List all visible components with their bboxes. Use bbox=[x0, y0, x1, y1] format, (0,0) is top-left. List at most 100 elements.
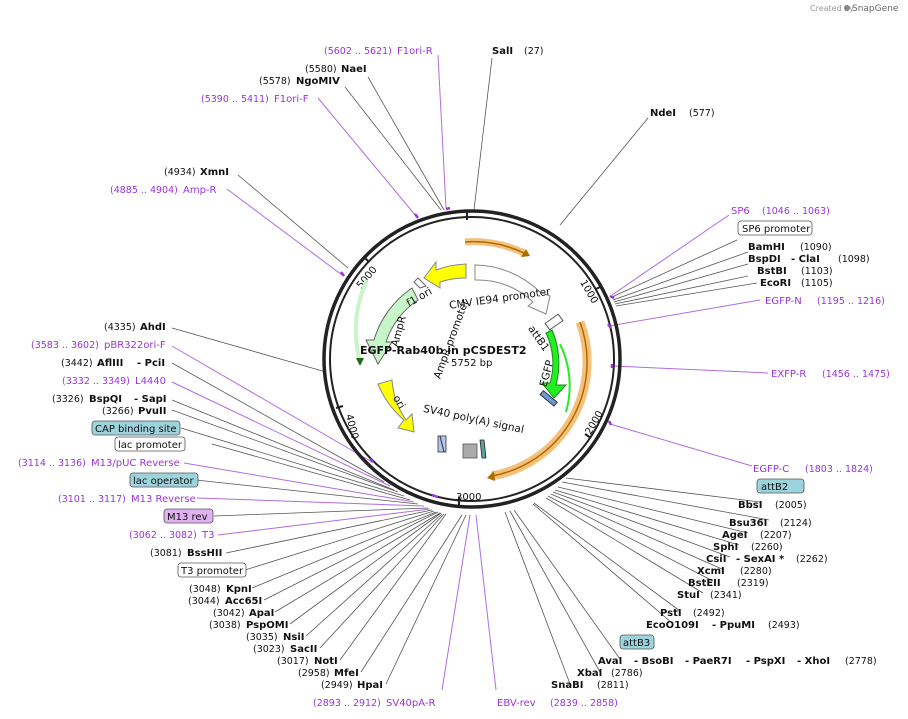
tick-5000: 5000 bbox=[355, 265, 380, 292]
label-SP6prom: SP6 promoter bbox=[742, 224, 811, 235]
f1ori-label: f1 ori bbox=[405, 285, 435, 309]
label-SacII-coord: (3023) bbox=[253, 644, 285, 655]
label-attB2: attB2 bbox=[761, 482, 788, 493]
label-HpaI-coord: (2949) bbox=[321, 680, 353, 691]
label-M13rev: M13 Reverse bbox=[131, 494, 196, 505]
label-XmnI: XmnI bbox=[200, 167, 229, 178]
label-SV40pAR: SV40pA-R bbox=[386, 698, 435, 709]
insert-right-arrow-icon bbox=[487, 471, 495, 481]
label-BssHII-coord: (3081) bbox=[150, 548, 182, 559]
label-NsiI: NsiI bbox=[283, 632, 304, 643]
m13-rev-box bbox=[163, 508, 214, 524]
label-Bsu36I: Bsu36I bbox=[729, 518, 767, 529]
label-PspOMI: PspOMI bbox=[246, 620, 288, 631]
attB3-box bbox=[619, 634, 655, 650]
attB2-box bbox=[756, 478, 805, 494]
plasmid-title: EGFP-Rab40b in pCSDEST2 bbox=[360, 344, 527, 357]
label-AhdI: AhdI bbox=[140, 322, 166, 333]
position-ticks bbox=[335, 212, 603, 505]
label-EGFPC: EGFP-C bbox=[753, 464, 789, 475]
label-PvuII-coord: (3266) bbox=[102, 406, 134, 417]
label-SphI: SphI bbox=[713, 542, 738, 553]
ampr-promoter-mark bbox=[413, 277, 427, 289]
label-NsiI-coord: (3035) bbox=[246, 632, 278, 643]
label-EcoO109I-coord: (2493) bbox=[768, 620, 800, 631]
tick-3000: 3000 bbox=[456, 492, 481, 503]
label-BstBI-coord: (1103) bbox=[801, 266, 833, 277]
ampr-arrow bbox=[365, 287, 419, 366]
label-EGFPC-coord: (1803 .. 1824) bbox=[805, 464, 873, 475]
label-SphI-coord: (2260) bbox=[751, 542, 783, 553]
label-PciI: - PciI bbox=[137, 358, 165, 369]
label-AmpR: Amp-R bbox=[183, 185, 217, 196]
primer-marks bbox=[340, 206, 615, 499]
label-EcoRI-coord: (1105) bbox=[801, 278, 833, 289]
lac-promoter-box bbox=[114, 436, 186, 452]
label-EXFPR-coord: (1456 .. 1475) bbox=[822, 369, 890, 380]
label-SnaBI: SnaBI bbox=[551, 680, 583, 691]
label-HpaI: HpaI bbox=[357, 680, 383, 691]
label-attB3: attB3 bbox=[623, 638, 650, 649]
t3-promoter-box bbox=[177, 562, 247, 578]
label-AflIII-coord: (3442) bbox=[61, 358, 93, 369]
label-lacop: lac operator bbox=[133, 476, 194, 487]
green-arc bbox=[559, 343, 571, 413]
label-NotI-coord: (3017) bbox=[277, 656, 309, 667]
label-KpnI-coord: (3048) bbox=[189, 584, 221, 595]
ampr-outer-arrow-icon bbox=[356, 358, 364, 366]
label-XbaI-coord: (2786) bbox=[611, 668, 643, 679]
label-PvuII: PvuII bbox=[138, 406, 166, 417]
label-AgeI-coord: (2207) bbox=[760, 530, 792, 541]
lac-operator-box bbox=[129, 472, 199, 488]
label-M13pUC-coord: (3114 .. 3136) bbox=[18, 458, 86, 469]
label-BsoBI: - BsoBI bbox=[634, 656, 673, 667]
label-SapI: - SapI bbox=[134, 394, 166, 405]
label-BamHI: BamHI bbox=[748, 242, 785, 253]
label-PpuMI: - PpuMI bbox=[712, 620, 755, 631]
credit-text: Created by bbox=[810, 4, 854, 13]
label-NdeI: NdeI bbox=[650, 108, 676, 119]
label-BspQI: BspQI bbox=[89, 394, 122, 405]
label-CsiI: CsiI bbox=[706, 554, 726, 565]
label-F1oriR-coord: (5602 .. 5621) bbox=[324, 46, 392, 57]
ori-arrow bbox=[377, 379, 415, 433]
label-AvaI-coord: (2778) bbox=[845, 656, 877, 667]
backbone-outer bbox=[322, 209, 622, 509]
label-SP6-coord: (1046 .. 1063) bbox=[762, 206, 830, 217]
label-XhoI: - XhoI bbox=[797, 656, 830, 667]
label-AflIII: AflIII bbox=[97, 358, 123, 369]
label-BspDI-coord: (1098) bbox=[838, 254, 870, 265]
label-EGFPN-coord: (1195 .. 1216) bbox=[817, 296, 885, 307]
label-M13pUC: M13/pUC Reverse bbox=[91, 458, 180, 469]
label-NdeI-coord: (577) bbox=[689, 108, 715, 119]
label-BstEII: BstEII bbox=[688, 578, 721, 589]
label-Acc65I: Acc65I bbox=[225, 596, 262, 607]
label-BssHII: BssHII bbox=[187, 548, 222, 559]
ori-label: ori bbox=[390, 393, 407, 411]
cap-site-box bbox=[91, 420, 181, 436]
label-BspQI-coord: (3326) bbox=[52, 394, 84, 405]
label-T3prom: T3 promoter bbox=[180, 566, 244, 577]
label-BstEII-coord: (2319) bbox=[737, 578, 769, 589]
ampr-outer-band bbox=[353, 279, 369, 363]
sv40-marks bbox=[437, 435, 487, 459]
label-PstI: PstI bbox=[660, 608, 682, 619]
label-SV40pAR-coord: (2893 .. 2912) bbox=[313, 698, 381, 709]
label-EcoO109I: EcoO109I bbox=[646, 620, 699, 631]
label-EBVrev: EBV-rev bbox=[497, 698, 536, 709]
label-AvaI: AvaI bbox=[598, 656, 622, 667]
label-T3-coord: (3062 .. 3082) bbox=[129, 530, 197, 541]
label-EXFPR: EXFP-R bbox=[771, 369, 806, 380]
label-Acc65I-coord: (3044) bbox=[188, 596, 220, 607]
label-AmpR-coord: (4885 .. 4904) bbox=[110, 185, 178, 196]
label-BbsI: BbsI bbox=[738, 500, 762, 511]
label-PspXI: - PspXI bbox=[746, 656, 785, 667]
label-StuI-coord: (2341) bbox=[710, 590, 742, 601]
label-L4440-coord: (3332 .. 3349) bbox=[62, 376, 130, 387]
tick-2000: 2000 bbox=[584, 409, 606, 437]
label-SP6: SP6 bbox=[731, 206, 750, 217]
f1ori-arrow bbox=[423, 260, 467, 289]
attB1-label: attB1 bbox=[525, 323, 551, 353]
label-XcmI: XcmI bbox=[697, 566, 725, 577]
